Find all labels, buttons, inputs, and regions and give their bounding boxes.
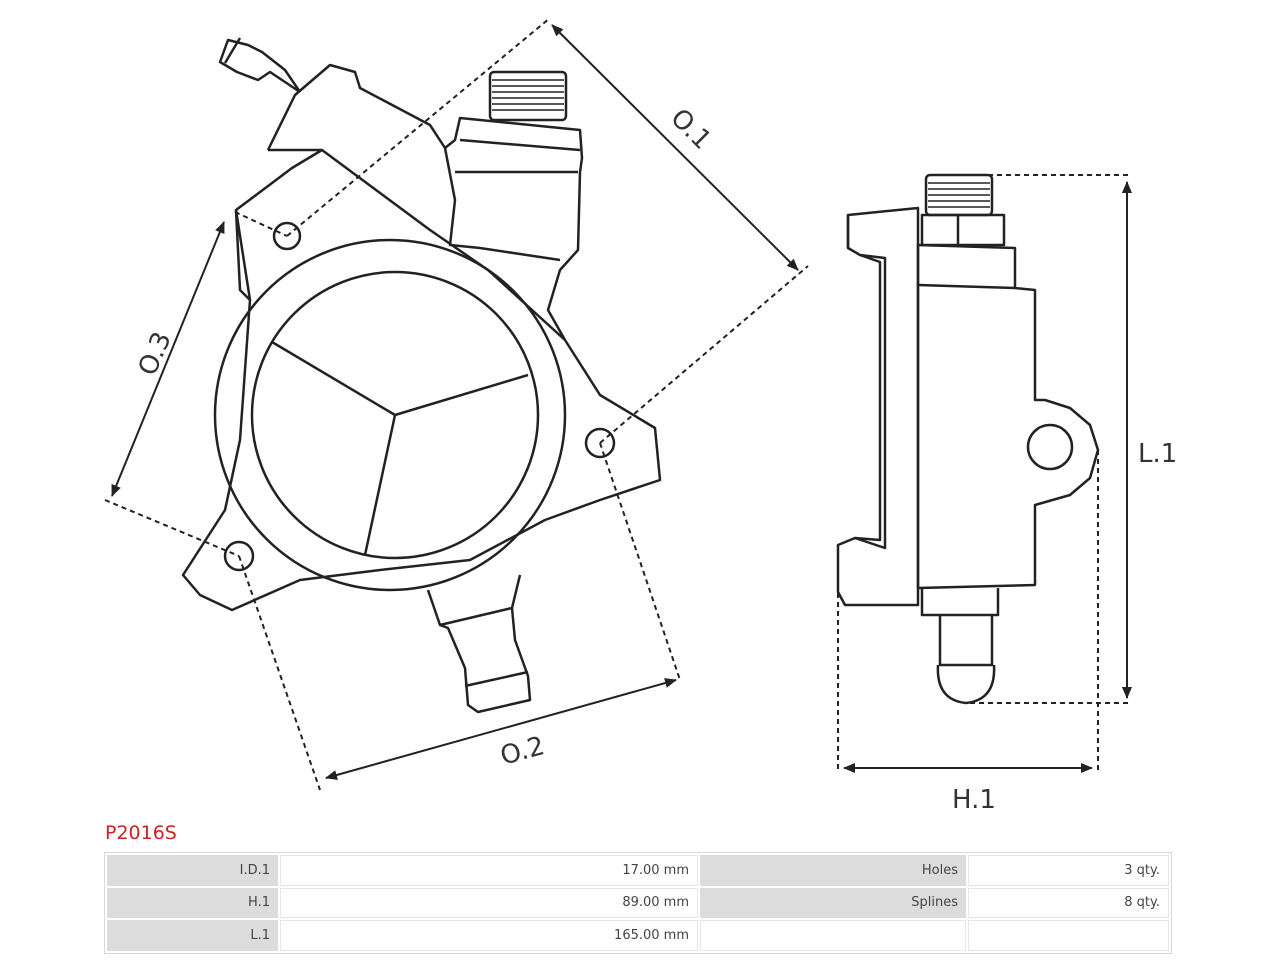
mount-hole-right [584, 427, 616, 459]
spec-value: 165.00 mm [280, 920, 698, 951]
hose-nipple-bottom [426, 574, 522, 627]
spec-label: Holes [700, 855, 966, 886]
spec-label: I.D.1 [107, 855, 278, 886]
spec-table: I.D.1 17.00 mm Holes 3 qty. H.1 89.00 mm… [104, 852, 1172, 954]
spec-value: 8 qty. [968, 887, 1169, 919]
dim-line-o1 [551, 24, 799, 271]
dim-label-o3: O.3 [133, 328, 178, 380]
outlet-pipe [444, 116, 584, 341]
side-view-extension-lines [837, 174, 1130, 772]
side-flange [836, 206, 920, 607]
table-row: L.1 165.00 mm [107, 920, 1169, 951]
side-nipple [920, 588, 1000, 617]
front-view-extension-lines [104, 17, 809, 791]
flange-body [181, 148, 662, 612]
housing-inner-ring [250, 270, 540, 560]
mount-hole-left [223, 540, 255, 572]
table-row: I.D.1 17.00 mm Holes 3 qty. [107, 855, 1169, 886]
spec-value-empty [968, 920, 1169, 951]
spec-label: L.1 [107, 920, 278, 951]
hose-nipple-top [266, 63, 447, 151]
table-row: H.1 89.00 mm Splines 8 qty. [107, 887, 1169, 919]
spec-value: 17.00 mm [280, 855, 698, 886]
dim-label-o1: O.1 [664, 103, 716, 155]
side-view [836, 173, 1100, 705]
dim-label-l1: L.1 [1138, 439, 1177, 469]
front-view [181, 37, 662, 714]
spec-value: 89.00 mm [280, 887, 698, 919]
side-eye-hole [1026, 423, 1074, 471]
part-code: P2016S [105, 822, 177, 844]
mount-hole-top [272, 221, 302, 251]
side-body [916, 243, 1100, 590]
spec-label: H.1 [107, 887, 278, 919]
technical-drawing: O.1 O.2 O.3 [104, 17, 1177, 815]
spec-label: Splines [700, 887, 966, 919]
dim-line-o3 [111, 221, 225, 497]
dim-line-o2 [325, 678, 677, 780]
dim-label-h1: H.1 [952, 785, 996, 815]
spec-label-empty [700, 920, 966, 951]
spec-value: 3 qty. [968, 855, 1169, 886]
side-nut [920, 213, 1006, 247]
dim-label-o2: O.2 [497, 731, 547, 771]
